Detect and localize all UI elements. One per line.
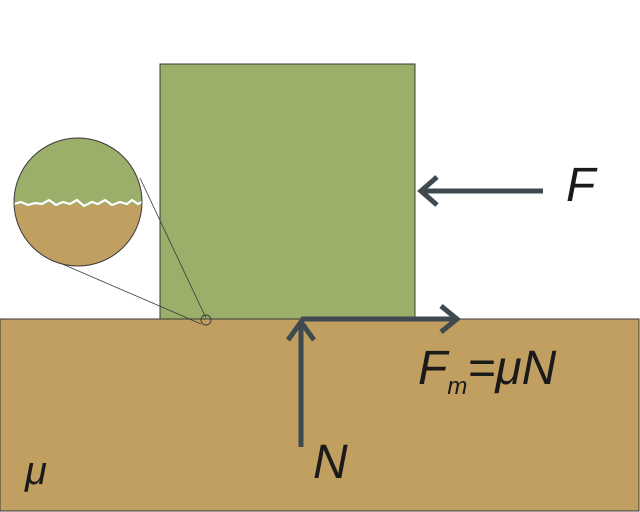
zoom-line-top [139,177,207,319]
friction-force-label: Fm=μN [418,342,557,400]
friction-coefficient-label: μ [24,449,47,493]
friction-force-arrow [301,304,461,334]
friction-force-subscript: m [447,373,467,400]
friction-force-symbol: F [418,342,450,395]
zoom-line-bottom [59,262,202,325]
friction-force-formula: =μN [467,342,556,395]
applied-force-arrow [417,175,543,207]
normal-force-arrow [285,317,317,447]
contact-point-icon [200,314,212,326]
applied-force-label: F [566,159,598,212]
zoom-circle-outline [13,137,143,267]
normal-force-label: N [313,436,348,489]
sliding-block [159,63,416,320]
ground-surface [0,318,640,512]
zoom-circle-icon [14,138,142,266]
